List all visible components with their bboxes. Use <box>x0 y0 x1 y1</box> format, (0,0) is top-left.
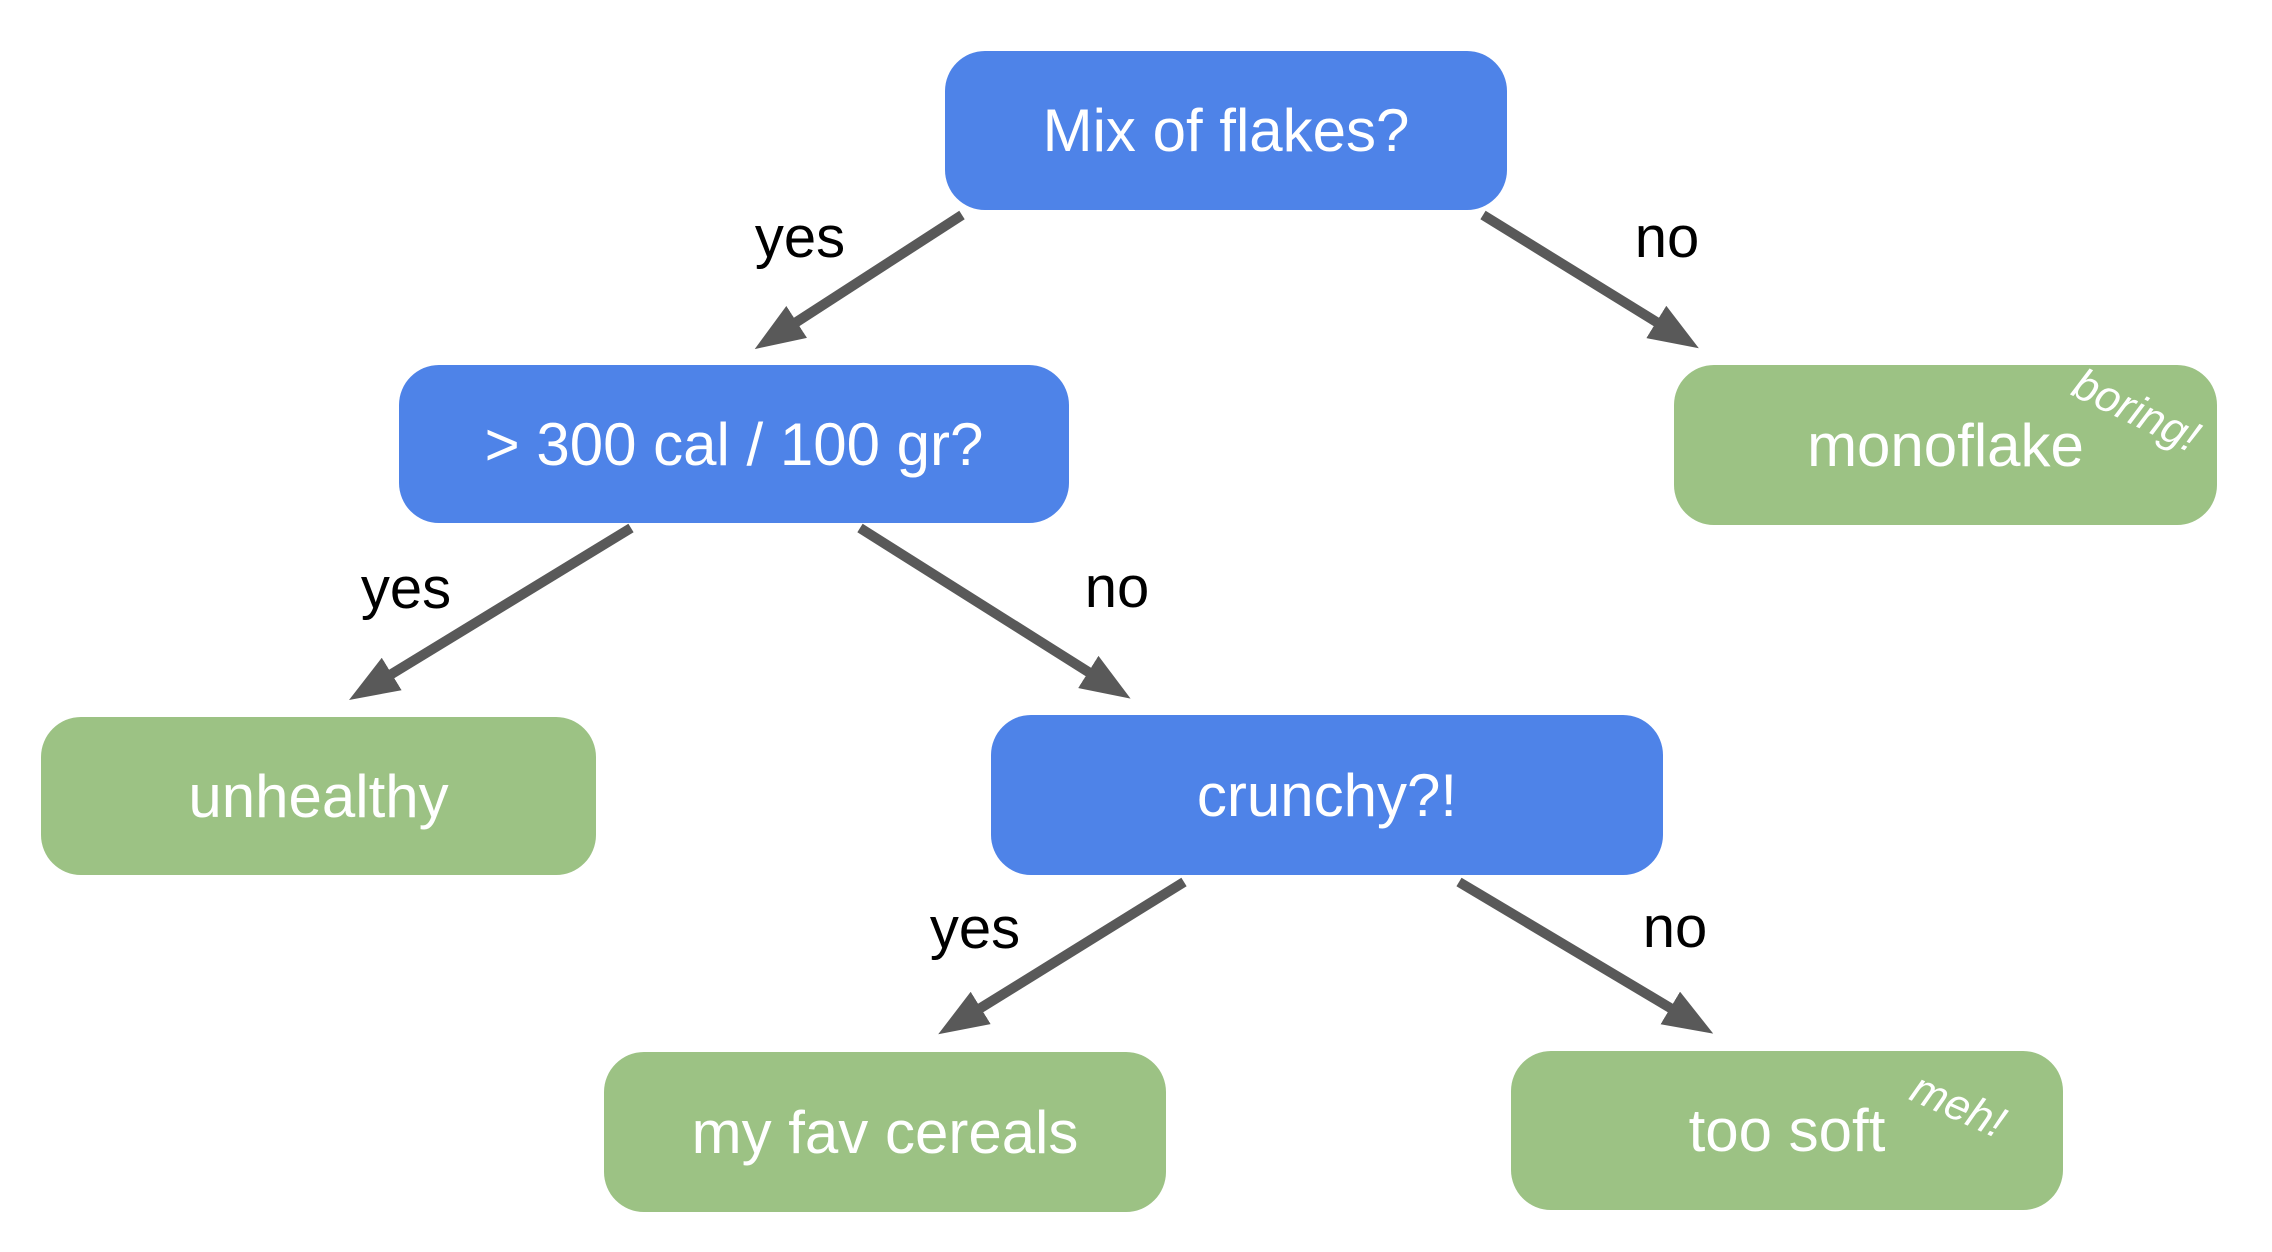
node-calories-question: > 300 cal / 100 gr? <box>399 365 1069 523</box>
node-mix-of-flakes: Mix of flakes? <box>945 51 1507 210</box>
node-crunchy-question: crunchy?! <box>991 715 1663 875</box>
edge-label-no-mix-to-monoflake: no <box>1634 205 1700 270</box>
edge-label-yes-mix-to-calories: yes <box>754 205 846 270</box>
node-my-fav-cereals: my fav cereals <box>604 1052 1166 1212</box>
edge-arrow-crunchy-to-myfav <box>938 877 1187 1035</box>
edge-label-no-crunchy-to-toosoft: no <box>1642 895 1708 960</box>
node-label: my fav cereals <box>691 1098 1079 1166</box>
edge-arrow-calories-to-crunchy <box>857 523 1131 699</box>
node-label: unhealthy <box>188 762 449 830</box>
node-label: monoflake <box>1807 411 2084 479</box>
node-label: Mix of flakes? <box>1042 97 1410 164</box>
edge-arrow-mix-to-calories <box>754 210 965 350</box>
node-label: crunchy?! <box>1196 761 1458 829</box>
edge-arrow-calories-to-unhealthy <box>349 523 634 700</box>
edge-arrow-mix-to-monoflake <box>1480 210 1699 349</box>
edge-arrow-crunchy-to-toosoft <box>1456 877 1714 1034</box>
node-too-soft: too soft meh! <box>1511 1051 2063 1210</box>
annotation-boring: boring! <box>2065 359 2208 463</box>
node-label: too soft <box>1688 1097 1886 1164</box>
edge-label-yes-crunchy-to-myfav: yes <box>929 896 1021 961</box>
node-unhealthy: unhealthy <box>41 717 596 875</box>
node-label: > 300 cal / 100 gr? <box>484 410 984 478</box>
node-monoflake: monoflake boring! <box>1674 359 2217 525</box>
annotation-meh: meh! <box>1903 1063 2013 1148</box>
edge-label-yes-calories-to-unhealthy: yes <box>360 556 452 621</box>
edge-label-no-calories-to-crunchy: no <box>1084 555 1150 620</box>
